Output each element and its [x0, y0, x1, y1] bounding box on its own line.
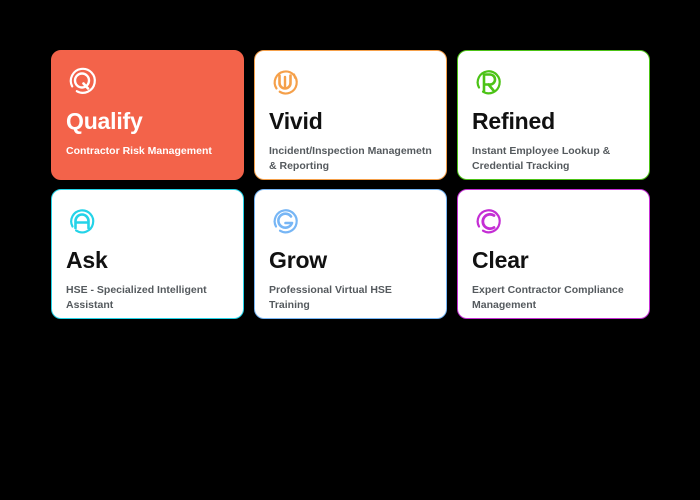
card-title: Clear	[472, 247, 529, 273]
grow-g-icon	[269, 204, 301, 236]
card-subtitle: Contractor Risk Management	[66, 145, 212, 157]
card-subtitle: Incident/Inspection Managemetn & Reporti…	[269, 145, 432, 172]
card-title: Ask	[66, 247, 108, 273]
card-subtitle: Expert Contractor Compliance Management	[472, 284, 624, 311]
card-subtitle: Instant Employee Lookup & Credential Tra…	[472, 145, 611, 172]
card-title: Vivid	[269, 108, 323, 134]
card-title: Grow	[269, 247, 327, 273]
product-card-qualify[interactable]: Qualify Contractor Risk Management	[51, 50, 244, 180]
product-card-refined[interactable]: Refined Instant Employee Lookup & Creden…	[457, 50, 650, 180]
card-title: Qualify	[66, 108, 143, 134]
refined-r-icon	[472, 65, 504, 97]
card-title: Refined	[472, 108, 555, 134]
product-card-vivid[interactable]: Vivid Incident/Inspection Managemetn & R…	[254, 50, 447, 180]
vivid-m-icon	[269, 65, 301, 97]
product-card-grow[interactable]: Grow Professional Virtual HSE Training	[254, 189, 447, 319]
ask-a-icon	[66, 204, 98, 236]
clear-c-icon	[472, 204, 504, 236]
card-subtitle: HSE - Specialized Intelligent Assistant	[66, 284, 207, 311]
qualify-q-icon	[66, 65, 98, 97]
card-subtitle: Professional Virtual HSE Training	[269, 284, 392, 311]
product-card-clear[interactable]: Clear Expert Contractor Compliance Manag…	[457, 189, 650, 319]
product-card-ask[interactable]: Ask HSE - Specialized Intelligent Assist…	[51, 189, 244, 319]
